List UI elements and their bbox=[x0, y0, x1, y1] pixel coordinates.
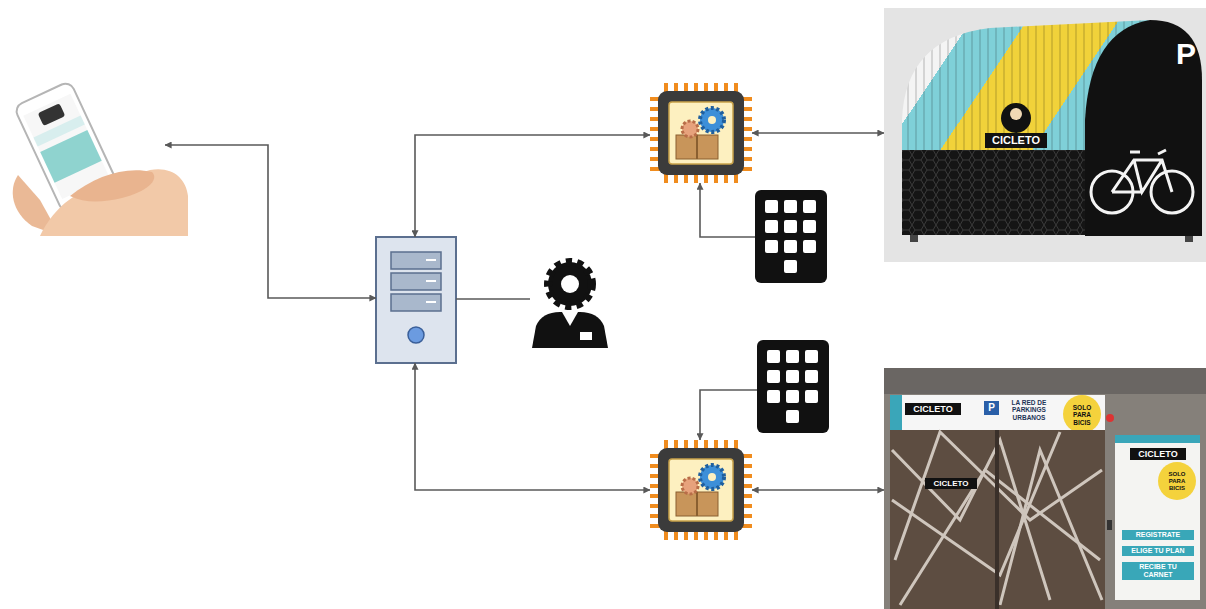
badge-text: SOLO PARA BICIS bbox=[1159, 470, 1195, 493]
bike-shelter-photo-part bbox=[1085, 20, 1202, 236]
server-icon-part bbox=[376, 237, 456, 363]
bike-room-photo-part bbox=[1063, 395, 1101, 433]
bike-shelter-photo-part bbox=[1001, 103, 1031, 133]
bike-room-photo-part-part bbox=[892, 432, 1060, 575]
admin-icon-part bbox=[548, 262, 592, 306]
bike-room-photo-part bbox=[1158, 462, 1196, 500]
bike-shelter: P CICLETO bbox=[884, 8, 1206, 262]
bike-shelter-photo-part bbox=[1091, 150, 1193, 213]
slogan: LA RED DE PARKINGS URBANOS bbox=[1002, 398, 1056, 422]
phone-app bbox=[5, 95, 165, 235]
server bbox=[376, 237, 456, 363]
bike-room-photo-part bbox=[1106, 414, 1114, 422]
admin-icon-part bbox=[532, 312, 608, 348]
bike-room-photo bbox=[884, 368, 1206, 609]
bike-room-photo-part bbox=[890, 395, 902, 430]
bike-shelter-photo-part bbox=[902, 150, 1092, 235]
admin-icon-part bbox=[562, 312, 578, 326]
administrator bbox=[530, 255, 610, 348]
bike-room-photo-part-part bbox=[1000, 450, 1102, 605]
bike-room: CICLETO PLA RED DE PARKINGS URBANOS SOLO P… bbox=[884, 368, 1206, 609]
server-icon bbox=[376, 237, 456, 363]
bike-room-photo-part-part bbox=[900, 470, 1100, 605]
poster-step: RECIBE TU CARNET bbox=[1122, 562, 1194, 580]
poster-step: ELIGE TU PLAN bbox=[1122, 546, 1194, 556]
connector-arrow bbox=[700, 390, 757, 440]
bike-shelter-photo bbox=[884, 8, 1206, 262]
controller-chip bbox=[650, 440, 752, 540]
bike-room-photo-part bbox=[1115, 435, 1200, 600]
bike-shelter-photo-part bbox=[910, 234, 918, 242]
bike-room-photo-part-part bbox=[995, 430, 999, 609]
connector-arrow bbox=[456, 298, 530, 300]
illustration-part bbox=[650, 83, 752, 183]
bike-shelter-photo-part-part bbox=[1112, 150, 1172, 192]
server-icon-part bbox=[391, 273, 441, 290]
brand-logo: CICLETO bbox=[985, 133, 1047, 148]
admin-icon-part bbox=[580, 332, 592, 340]
connector-arrow bbox=[700, 183, 755, 237]
parking-sign: P bbox=[1172, 36, 1200, 73]
server-icon-part bbox=[426, 259, 436, 261]
bike-room-photo-part bbox=[884, 368, 1206, 609]
brand-logo: CICLETO bbox=[925, 478, 977, 489]
bike-shelter-photo-part bbox=[1010, 108, 1022, 120]
phone-in-hand-part-part bbox=[40, 130, 101, 183]
badge-text: SOLO PARA BICIS bbox=[1064, 403, 1100, 427]
server-icon-part bbox=[391, 294, 441, 311]
server-icon-part bbox=[391, 252, 441, 269]
keypad bbox=[755, 190, 827, 283]
bike-shelter-photo-part bbox=[902, 150, 1092, 235]
connector-arrow bbox=[415, 363, 650, 490]
phone-in-hand-part-part bbox=[38, 103, 66, 126]
bike-room-photo-part bbox=[892, 430, 1102, 609]
bike-shelter-photo-part bbox=[884, 8, 1206, 262]
server-icon-part bbox=[426, 301, 436, 303]
server-icon-part bbox=[408, 327, 424, 343]
admin-icon bbox=[532, 262, 608, 348]
bike-room-photo-part bbox=[890, 430, 1105, 609]
bike-room-photo-part bbox=[1115, 435, 1200, 443]
server-icon-part bbox=[426, 280, 436, 282]
phone-in-hand-part bbox=[70, 170, 154, 201]
poster-step: REGISTRATE bbox=[1122, 530, 1194, 540]
parking-sign: P bbox=[984, 401, 999, 415]
connector-arrow bbox=[415, 135, 650, 237]
illustration-part bbox=[757, 340, 829, 433]
keypad bbox=[757, 340, 829, 433]
connector-arrow bbox=[752, 132, 884, 134]
phone-in-hand bbox=[13, 81, 188, 236]
brand-logo: CICLETO bbox=[905, 403, 961, 415]
brand-logo: CICLETO bbox=[1130, 448, 1186, 460]
admin-icon-part bbox=[561, 275, 579, 293]
phone-in-hand-part bbox=[40, 169, 188, 236]
bike-room-photo-part bbox=[884, 368, 1206, 394]
bike-room-photo-part bbox=[1107, 520, 1112, 530]
connector-arrow bbox=[165, 145, 376, 298]
illustration-part bbox=[755, 190, 827, 283]
connector-arrow bbox=[752, 489, 884, 491]
controller-chip bbox=[650, 83, 752, 183]
illustration-part bbox=[650, 440, 752, 540]
